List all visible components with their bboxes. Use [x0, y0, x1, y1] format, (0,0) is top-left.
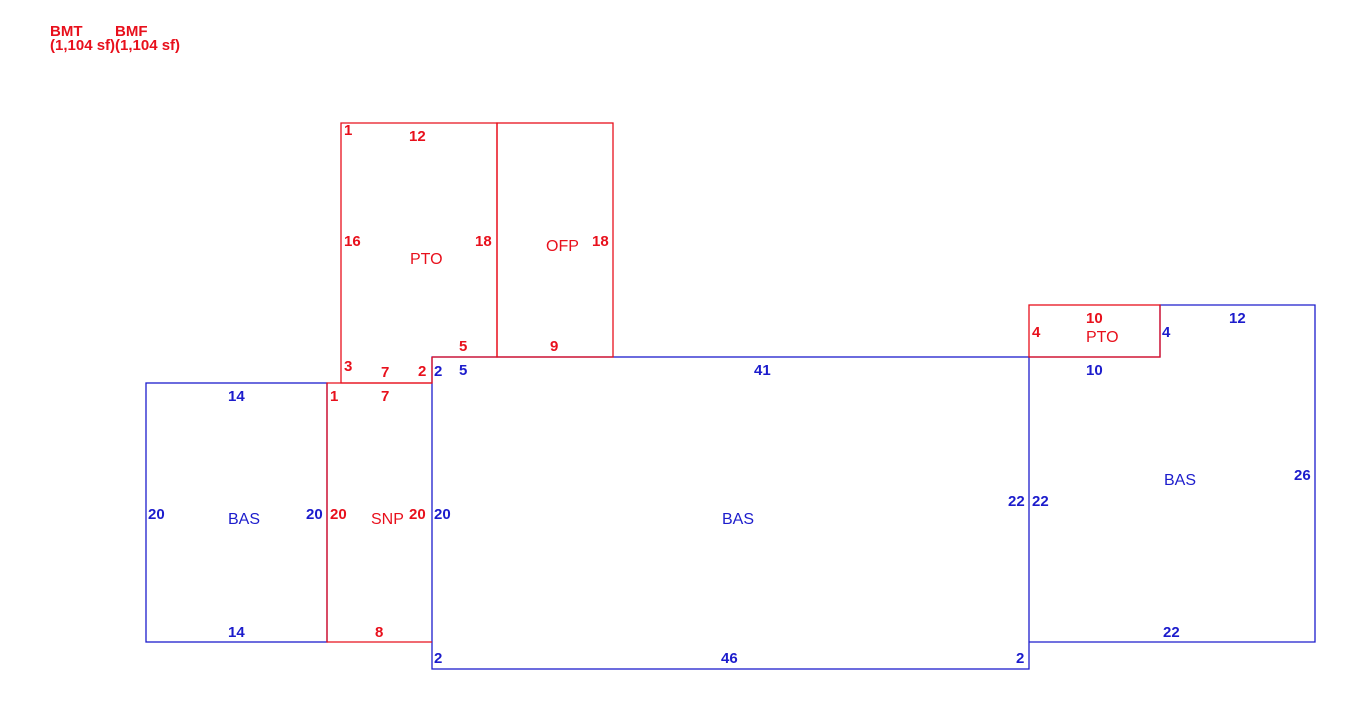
area-label-snp: SNP: [371, 511, 404, 528]
area-label-pto-right: PTO: [1086, 329, 1119, 346]
dim-ofp-south: 9: [550, 338, 558, 355]
dim-bas-main-west: 20: [434, 506, 451, 523]
area-label-bas-right: BAS: [1164, 472, 1196, 489]
dim-pto-top-south: 5: [459, 338, 467, 355]
dim-bas-right-east: 26: [1294, 467, 1311, 484]
dim-bas-main-south: 46: [721, 650, 738, 667]
ofp-outline: [496, 122, 614, 358]
dim-snp-south: 8: [375, 624, 383, 641]
dim-bas-left-west: 20: [148, 506, 165, 523]
area-label-bas-main: BAS: [722, 511, 754, 528]
dim-bas-right-step: 4: [1162, 324, 1171, 341]
area-label-ofp: OFP: [546, 238, 579, 255]
bas-main-outline: [431, 356, 1030, 670]
dim-pto-top-west: 16: [344, 233, 361, 250]
dim-snp-corner: 1: [330, 388, 338, 405]
dim-bas-main-north: 41: [754, 362, 771, 379]
dim-bas-right-south: 22: [1163, 624, 1180, 641]
dim-ofp-east: 18: [592, 233, 609, 250]
dim-bas-main-nw: 2: [434, 363, 442, 380]
dim-pto-right-north: 10: [1086, 310, 1103, 327]
area-label-pto-top: PTO: [410, 251, 443, 268]
dim-pto-top-step-h: 7: [381, 364, 389, 381]
legend-bmt-code: BMT: [50, 23, 83, 40]
dim-bas-right-west: 22: [1032, 493, 1049, 510]
dim-bas-left-south: 14: [228, 624, 245, 641]
legend-bmf-area: (1,104 sf): [115, 37, 180, 54]
dim-snp-west: 20: [330, 506, 347, 523]
dim-bas-main-east: 22: [1008, 493, 1025, 510]
dim-pto-top-step-v: 3: [344, 358, 352, 375]
dim-snp-east: 20: [409, 506, 426, 523]
pto-right-outline: [1028, 304, 1161, 358]
dim-pto-top-east: 18: [475, 233, 492, 250]
dim-pto-top-corner: 1: [344, 122, 352, 139]
dim-bas-main-sw: 2: [434, 650, 442, 667]
dim-bas-right-north: 12: [1229, 310, 1246, 327]
area-label-bas-left: BAS: [228, 511, 260, 528]
dim-pto-right-west: 4: [1032, 324, 1041, 341]
dim-pto-top-step-v2: 2: [418, 363, 426, 380]
dim-bas-main-n5: 5: [459, 362, 467, 379]
legend-bmf-code: BMF: [115, 23, 148, 40]
dim-bas-right-north-inner: 10: [1086, 362, 1103, 379]
dim-bas-left-east: 20: [306, 506, 323, 523]
dim-bas-main-se: 2: [1016, 650, 1024, 667]
legend-bmt-area: (1,104 sf): [50, 37, 115, 54]
dim-snp-north: 7: [381, 388, 389, 405]
dim-pto-top-north: 12: [409, 128, 426, 145]
dim-bas-left-north: 14: [228, 388, 245, 405]
